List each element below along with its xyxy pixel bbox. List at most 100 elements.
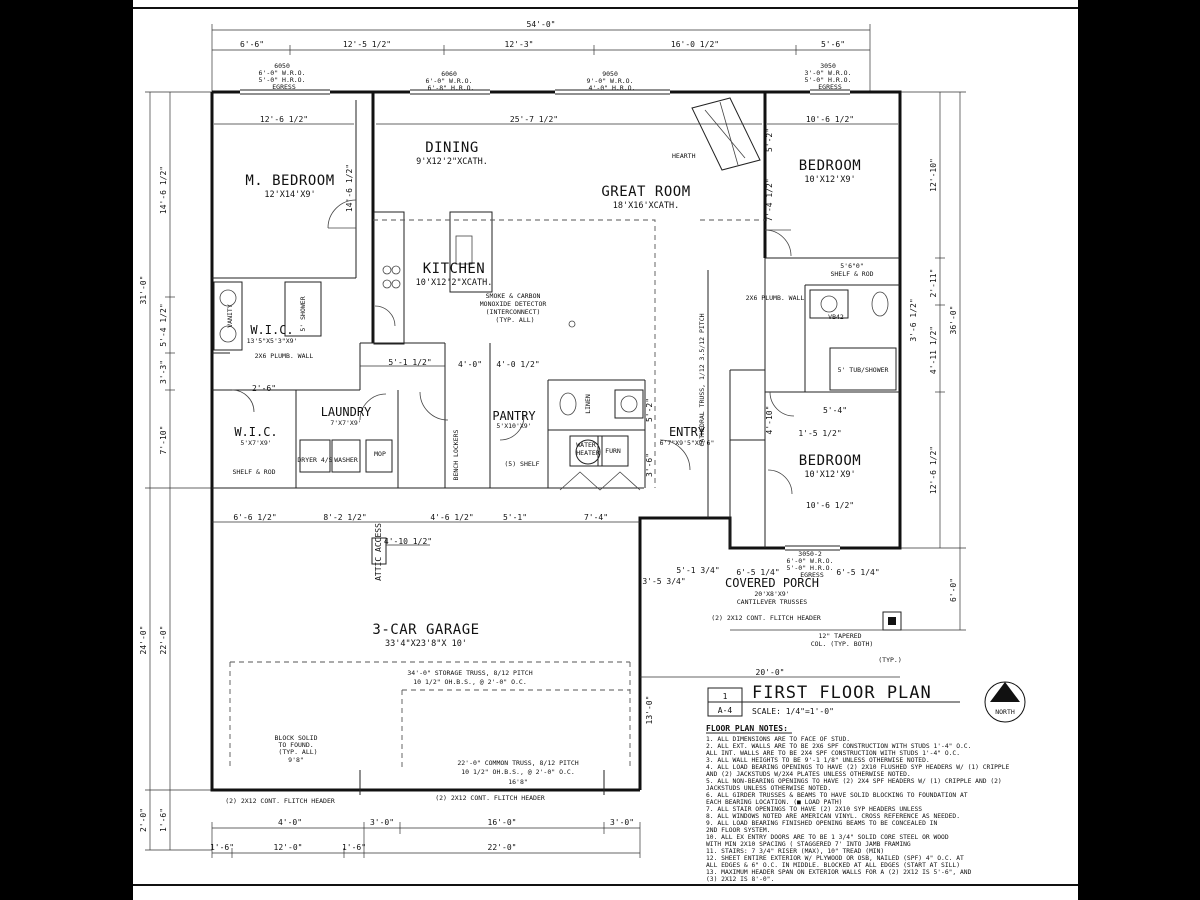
bedroom-1-name: BEDROOM — [799, 158, 862, 174]
dim-right-inner-3: 4'-11 1/2" — [929, 326, 938, 374]
porch-size: 20'X8'X9' — [754, 590, 789, 598]
window-callout-2: 6060 6'-0" W.R.O. 6'-8" H.R.O. — [426, 70, 477, 92]
sheet-id: A-4 — [718, 706, 733, 715]
dim-porch-side: 3'-5 3/4" — [642, 577, 685, 586]
pantry-size: 5'X10'X9' — [496, 422, 531, 430]
cathedral-truss-note: CATHEDRAL TRUSS, 1/12 3.5/12 PITCH — [698, 313, 706, 446]
dim-entry-side: 5'-2" — [645, 398, 654, 422]
misc-labels: SMOKE & CARBON MONOXIDE DETECTOR (INTERC… — [225, 262, 902, 805]
garage-door-1-label: 16'8" — [508, 778, 528, 786]
bath-fixtures — [213, 281, 897, 473]
dim-porch-width: 20'-0" — [756, 668, 785, 677]
dim-porch-steps: 5'-1 3/4" — [676, 566, 719, 575]
dim-bottom-total-2: 12'-0" — [274, 843, 303, 852]
dim-bath-x1: 7'-4 1/2" — [765, 178, 774, 221]
dim-garage-seg-5: 7'-4" — [584, 513, 608, 522]
sheet-number: 1 — [723, 692, 728, 701]
storage-truss-sub: 10 1/2" OH.B.S., @ 2'-0" O.C. — [413, 678, 527, 686]
dim-top-seg-1: 6'-6" — [240, 40, 264, 49]
mop-label: MOP — [374, 450, 386, 458]
dim-left-inner-3: 3'-3" — [159, 360, 168, 384]
pantry-name: PANTRY — [492, 409, 536, 423]
water-heater-label: WATER HEATER — [576, 441, 600, 457]
dim-bottom-seg-4: 3'-0" — [610, 818, 634, 827]
dim-garage-seg-2: 8'-2 1/2" — [323, 513, 366, 522]
window-callouts: 6050 6'-0" W.R.O. 5'-0" H.R.O. EGRESS 60… — [259, 62, 852, 579]
dim-bed2-lower: 5'-4" — [823, 406, 847, 415]
dim-garage-seg-3: 4'-6 1/2" — [430, 513, 473, 522]
dim-bed2-width: 10'-6 1/2" — [806, 501, 854, 510]
washer-label: WASHER — [334, 456, 358, 464]
dining-name: DINING — [425, 140, 479, 156]
dining-size: 9'X12'2"XCATH. — [416, 157, 488, 167]
dim-left-inner-4: 7'-10" — [159, 426, 168, 455]
laundry-size: 7'X7'X9' — [330, 419, 361, 427]
shelf-rod-wic2: SHELF & ROD — [232, 468, 275, 476]
great-room-name: GREAT ROOM — [601, 184, 690, 200]
notes-list: 1. ALL DIMENSIONS ARE TO FACE OF STUD. 2… — [706, 736, 1013, 883]
shelf-rod-size: 5'6"0" — [840, 262, 863, 270]
dim-bottom-seg-2: 3'-0" — [370, 818, 394, 827]
attic-label: ATTIC ACCESS — [374, 523, 383, 581]
bedroom-2-size: 10'X12'X9' — [804, 470, 855, 480]
door-swings — [231, 199, 795, 495]
entry-name: ENTRY — [669, 425, 706, 439]
dim-bed2-upper: 1'-5 1/2" — [798, 429, 841, 438]
dim-porch-right: 6'-5 1/4" — [836, 568, 879, 577]
bedroom-2-name: BEDROOM — [799, 453, 862, 469]
dim-right-inner-2: 2'-11" — [929, 269, 938, 298]
window-openings — [240, 89, 850, 551]
dim-top-seg-4: 16'-0 1/2" — [671, 40, 719, 49]
dim-left-outer-3: 2'-0" — [139, 808, 148, 832]
bench-lockers-label: BENCH LOCKERS — [452, 429, 460, 480]
dim-entry-side-2: 4'-10" — [765, 406, 774, 435]
kitchen-size: 10'X12'2"XCATH. — [416, 278, 493, 288]
dim-top-seg-3: 12'-3" — [505, 40, 534, 49]
garage-size: 33'4"X23'8"X 10' — [385, 639, 467, 649]
dim-top-seg-2: 12'-5 1/2" — [343, 40, 391, 49]
dim-great-width: 25'-7 1/2" — [510, 115, 558, 124]
dim-top-seg-5: 5'-6" — [821, 40, 845, 49]
vb42-label: VB42 — [828, 313, 844, 321]
room-labels: DINING 9'X12'2"XCATH. GREAT ROOM 18'X16'… — [234, 140, 862, 649]
typ-label: (TYP.) — [878, 656, 901, 664]
dim-garage-seg-1: 6'-6 1/2" — [233, 513, 276, 522]
dim-right-outer-2: 6'-0" — [949, 578, 958, 602]
bottom-dimension-strings: 4'-0" 3'-0" 16'-0" 3'-0" 1'-6" 12'-0" 1'… — [210, 818, 641, 858]
plan-scale: SCALE: 1/4"=1'-0" — [752, 707, 834, 716]
tub-shower-label: 5' TUB/SHOWER — [838, 366, 889, 374]
interior-walls — [212, 92, 900, 548]
great-room-size: 18'X16'XCATH. — [613, 201, 680, 211]
dim-top-total: 54'-0" — [527, 20, 556, 29]
furnace-label: FURN — [605, 447, 621, 455]
dim-porch-left: 6'-5 1/4" — [736, 568, 779, 577]
block-solid-note: BLOCK SOLID TO FOUND. (TYP. ALL) — [275, 734, 322, 756]
kitchen-fixtures — [373, 211, 576, 345]
interior-dimensions: 12'-6 1/2" 25'-7 1/2" 10'-6 1/2" 10'-6 1… — [212, 115, 918, 724]
window-callout-1: 6050 6'-0" W.R.O. 5'-0" H.R.O. EGRESS — [259, 62, 310, 91]
dim-mbed-width: 12'-6 1/2" — [260, 115, 308, 124]
left-dimension-strings: 31'-0" 24'-0" 2'-0" 14'-6 1/2" 5'-4 1/2"… — [139, 91, 212, 851]
dim-left-inner-1: 14'-6 1/2" — [159, 166, 168, 214]
flitch-header-porch: (2) 2X12 CONT. FLITCH HEADER — [711, 614, 821, 622]
top-dimension-strings: 54'-0" 6'-6" 12'-5 1/2" 12'-3" 16'-0 1/2… — [211, 20, 871, 92]
plumb-wall-right: 2X6 PLUMB. WALL — [746, 294, 805, 302]
vanity-label: VANITY — [226, 304, 234, 328]
dim-garage-depth: 13'-0" — [645, 696, 654, 725]
shelf-5-label: (5) SHELF — [504, 460, 539, 468]
column-note: 12" TAPERED COL. (TYP. BOTH) — [811, 632, 874, 648]
north-label: NORTH — [995, 708, 1015, 716]
dim-hall-2: 4'-0" — [458, 360, 482, 369]
garage-door-2-label: 9'8" — [288, 756, 304, 764]
ceiling-dashed-lines — [229, 219, 765, 770]
dim-mbed-height: 14'-6 1/2" — [345, 164, 354, 212]
wic-2-size: 5'X7'X9' — [240, 439, 271, 447]
wic-2-name: W.I.C. — [234, 425, 277, 439]
dim-garage-lower: 3'-6" — [645, 453, 654, 477]
common-truss-note: 22'-0" COMMON TRUSS, 8/12 PITCH — [457, 759, 578, 767]
dim-left-outer-1: 31'-0" — [139, 276, 148, 305]
dim-hall-3: 4'-0 1/2" — [496, 360, 539, 369]
dim-hall-4: 2'-6" — [252, 384, 276, 393]
dim-left-inner-6: 1'-6" — [159, 808, 168, 832]
dim-bottom-seg-1: 4'-0" — [278, 818, 302, 827]
